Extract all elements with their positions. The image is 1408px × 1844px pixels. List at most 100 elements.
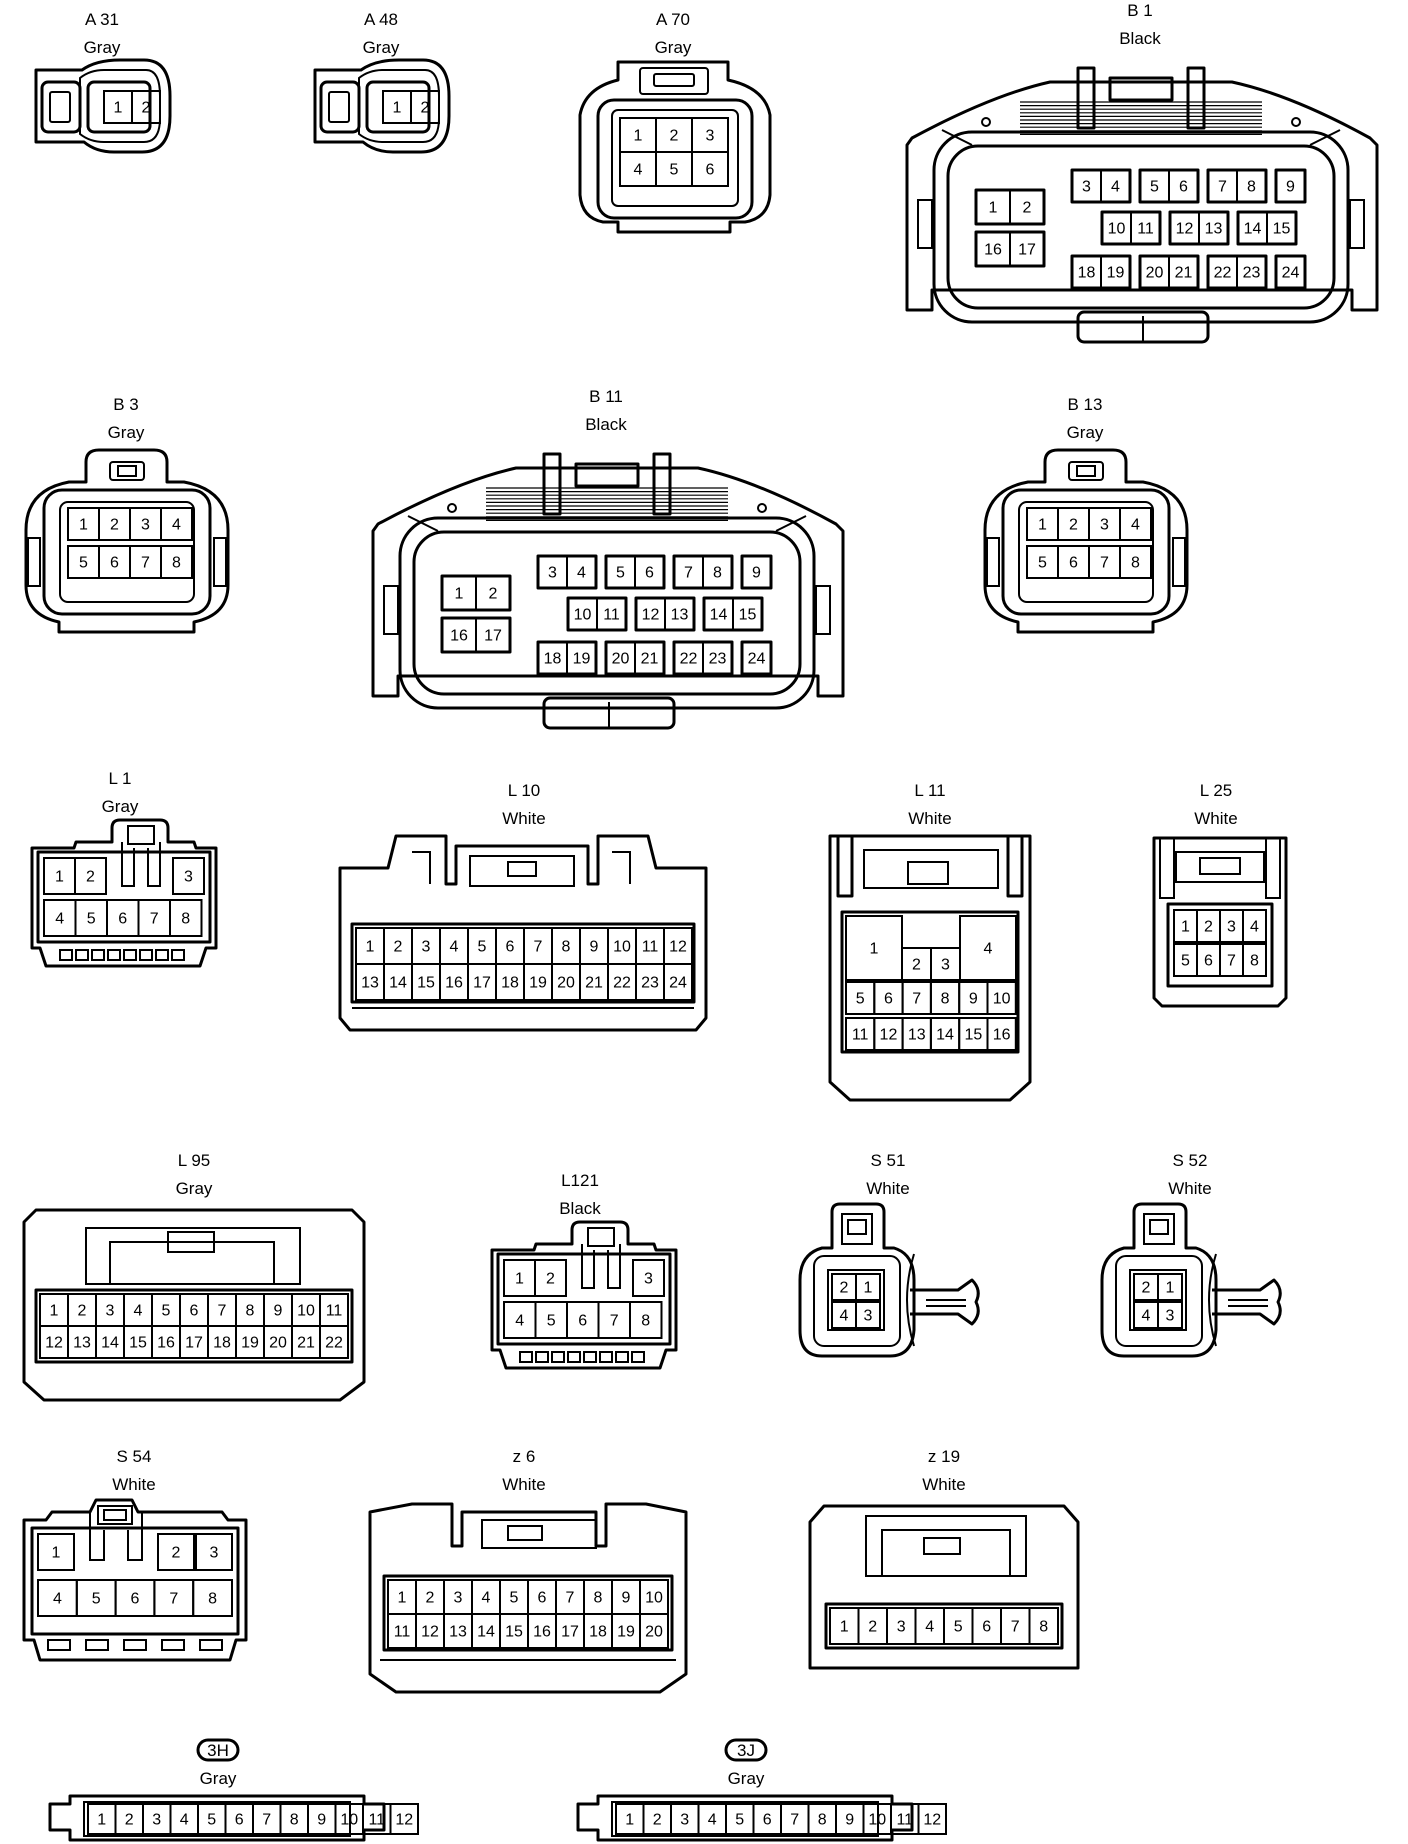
pin-number: 5: [1181, 953, 1190, 970]
housing-part: [161, 1639, 185, 1651]
housing-part: [1349, 199, 1365, 249]
pin-number: 7: [141, 555, 150, 572]
housing-part: [469, 855, 575, 887]
housing-part: [412, 530, 802, 696]
pin-number: 11: [896, 1812, 913, 1829]
housing-part: [383, 585, 399, 635]
pin-number: 4: [708, 1812, 717, 1829]
pin-number: 1: [989, 200, 998, 217]
pin-number: 24: [748, 651, 766, 668]
connector-id: z 6: [513, 1447, 536, 1466]
pin-number: 1: [50, 1303, 59, 1320]
pin-number: 16: [157, 1335, 175, 1352]
pin-number: 10: [993, 991, 1011, 1008]
pin-number: 8: [941, 991, 950, 1008]
connector-id: S 54: [117, 1447, 152, 1466]
pin-cell: [855, 1301, 881, 1329]
housing-part: [836, 834, 854, 898]
housing-part: [1076, 465, 1096, 477]
connector-color: Gray: [200, 1769, 237, 1788]
pin-number: 13: [908, 1027, 926, 1044]
pin-number: 11: [368, 1812, 385, 1829]
pin-number: 6: [235, 1812, 244, 1829]
pin-number: 8: [641, 1313, 650, 1330]
pin-number: 7: [912, 991, 921, 1008]
pin-number: 10: [645, 1590, 663, 1607]
housing-part: [611, 109, 739, 207]
pin-number: 17: [473, 975, 491, 992]
pin-cell: [157, 1533, 195, 1571]
housing-part: [1206, 168, 1268, 204]
housing-part: [567, 1351, 581, 1363]
pin-number: 2: [78, 1303, 87, 1320]
pin-number: 5: [616, 565, 625, 582]
pin-number: 7: [150, 911, 159, 928]
housing-part: [672, 554, 734, 590]
mount-hole: [447, 503, 457, 513]
pin-number: 20: [269, 1335, 287, 1352]
connector-id: L 25: [1200, 781, 1232, 800]
connector-id: S 52: [1173, 1151, 1208, 1170]
pin-number: 17: [561, 1624, 579, 1641]
pin-number: 16: [445, 975, 463, 992]
pin-cell: [1242, 909, 1267, 943]
housing-part: [507, 861, 537, 877]
pin-number: 23: [1243, 265, 1261, 282]
pin-number: 3: [184, 869, 193, 886]
pin-number: 10: [1108, 221, 1126, 238]
housing-part: [59, 501, 195, 603]
housing-part: [171, 949, 185, 961]
pin-number: 8: [1250, 953, 1259, 970]
pin-number: 20: [612, 651, 630, 668]
housing-outline: [941, 129, 973, 146]
pin-number: 11: [394, 1624, 411, 1641]
pin-cell: [172, 857, 205, 895]
pin-number: 7: [1011, 1619, 1020, 1636]
pin-number: 6: [763, 1812, 772, 1829]
pin-number: 12: [421, 1624, 439, 1641]
housing-part: [319, 80, 361, 134]
housing-part: [117, 465, 137, 477]
connector-color: White: [112, 1475, 155, 1494]
housing-part: [440, 616, 512, 654]
housing-part: [1274, 168, 1307, 204]
connector-id: A 48: [364, 10, 398, 29]
pin-number: 4: [55, 911, 64, 928]
pin-number: 4: [984, 941, 993, 958]
pin-cell: [37, 1533, 75, 1571]
housing-part: [1070, 168, 1132, 204]
pin-number: 6: [1204, 953, 1213, 970]
housing-part: [917, 199, 933, 249]
housing-part: [551, 1351, 565, 1363]
pin-number: 5: [547, 1313, 556, 1330]
pin-number: 15: [417, 975, 435, 992]
pin-number: 1: [97, 1812, 106, 1829]
housing-part: [1236, 210, 1298, 246]
housing-part: [382, 1574, 674, 1652]
housing-part: [1129, 1269, 1187, 1331]
connector-id: z 19: [928, 1447, 960, 1466]
pin-number: 7: [790, 1812, 799, 1829]
housing-part: [1115, 1255, 1203, 1347]
pin-number: 5: [207, 1812, 216, 1829]
pin-number: 4: [134, 1303, 143, 1320]
housing-outline: [412, 851, 431, 884]
pin-cell: [632, 1259, 665, 1297]
housing-outline: [490, 1220, 678, 1370]
pin-number: 12: [1176, 221, 1194, 238]
connector-color: Gray: [1067, 423, 1104, 442]
pin-number: 7: [534, 939, 543, 956]
pin-number: 7: [610, 1313, 619, 1330]
housing-part: [34, 1288, 354, 1364]
pin-number: 17: [1018, 242, 1036, 259]
pin-number: 19: [617, 1624, 635, 1641]
pin-number: 11: [642, 939, 659, 956]
pin-number: 4: [482, 1590, 491, 1607]
connector-color: White: [866, 1179, 909, 1198]
pin-number: 7: [684, 565, 693, 582]
